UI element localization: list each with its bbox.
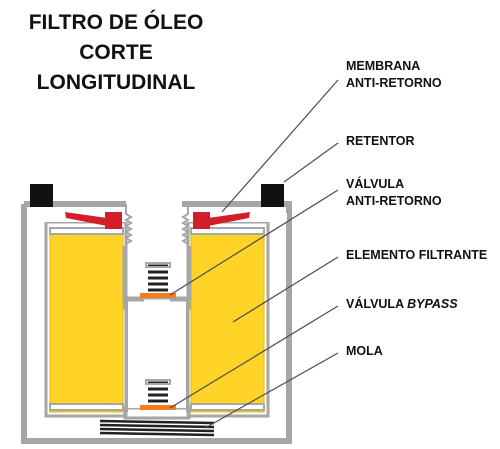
membrane-flap-right bbox=[208, 212, 250, 226]
label-mola-line-1: MOLA bbox=[346, 344, 383, 358]
label-valvula-bypass: VÁLVULA BYPASS bbox=[346, 296, 458, 313]
label-bypass-emphasis: BYPASS bbox=[407, 297, 458, 311]
label-membrana-line-2: ANTI-RETORNO bbox=[346, 76, 442, 90]
label-retentor: RETENTOR bbox=[346, 133, 415, 150]
leader-retentor bbox=[283, 142, 339, 183]
leader-membrana bbox=[221, 79, 339, 213]
label-membrana-line-1: MEMBRANA bbox=[346, 59, 421, 73]
membrane-block-right bbox=[193, 212, 210, 229]
membrane-flap-left bbox=[65, 212, 107, 226]
label-valvula-line-1: VÁLVULA bbox=[346, 177, 405, 191]
title-line-3: LONGITUDINAL bbox=[36, 71, 196, 94]
valvula-anti-retorno-disc bbox=[140, 293, 176, 298]
housing-left-wall bbox=[25, 205, 122, 410]
leader-elemento-filtrante bbox=[232, 256, 339, 323]
label-valvula-anti-retorno: VÁLVULA ANTI-RETORNO bbox=[346, 176, 442, 210]
retentor-right bbox=[261, 184, 284, 207]
leader-lines bbox=[169, 79, 339, 429]
membrane-block-left bbox=[105, 212, 122, 229]
spring-upper bbox=[148, 264, 168, 292]
title-line-1: FILTRO DE ÓLEO bbox=[28, 11, 204, 34]
label-elemento-filtrante: ELEMENTO FILTRANTE bbox=[346, 247, 487, 264]
spring-upper-cap bbox=[145, 262, 171, 268]
filter-element-left bbox=[49, 233, 124, 413]
filter-base-left bbox=[49, 403, 124, 411]
title-line-2: CORTE bbox=[79, 41, 153, 64]
membrana-anti-retorno bbox=[65, 212, 250, 229]
label-bypass-prefix: VÁLVULA bbox=[346, 297, 408, 311]
filter-element-right bbox=[190, 233, 265, 413]
filter-cap-right bbox=[190, 227, 265, 235]
filter-base-right bbox=[190, 403, 265, 411]
mola bbox=[99, 419, 215, 437]
label-retentor-line-1: RETENTOR bbox=[346, 134, 415, 148]
retentor-left bbox=[30, 184, 53, 207]
leader-valvula-bypass bbox=[169, 305, 339, 409]
thread-right bbox=[181, 204, 190, 245]
leader-valvula-anti-retorno bbox=[169, 189, 339, 296]
spring-lower-cap bbox=[145, 379, 171, 385]
label-membrana-anti-retorno: MEMBRANA ANTI-RETORNO bbox=[346, 58, 442, 92]
leader-mola bbox=[204, 352, 339, 429]
thread-left bbox=[124, 204, 133, 245]
label-elemento-line-1: ELEMENTO FILTRANTE bbox=[346, 248, 488, 262]
filter-cap-left bbox=[49, 227, 124, 235]
label-mola: MOLA bbox=[346, 343, 383, 360]
diagram-title: FILTRO DE ÓLEO CORTE LONGITUDINAL bbox=[0, 8, 232, 98]
valvula-bypass-disc bbox=[140, 405, 176, 410]
label-valvula-line-2: ANTI-RETORNO bbox=[346, 194, 442, 208]
center-channel bbox=[127, 300, 187, 408]
